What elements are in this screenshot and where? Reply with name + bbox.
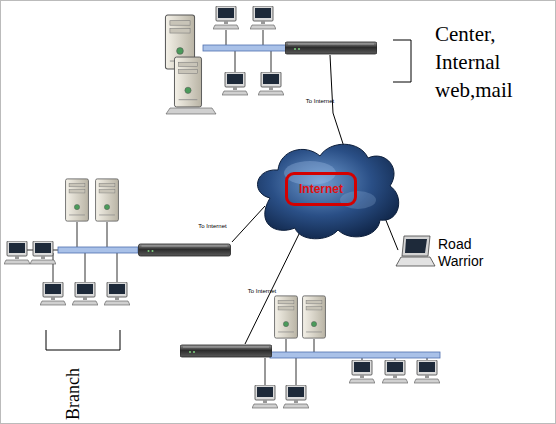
server-tower bbox=[174, 57, 201, 107]
wire bbox=[265, 358, 266, 385]
connector-line bbox=[385, 218, 398, 250]
cloud-highlight bbox=[340, 191, 376, 209]
router-box bbox=[285, 42, 377, 54]
pc-icon bbox=[213, 6, 239, 29]
branch-site bbox=[4, 179, 231, 350]
wire bbox=[107, 222, 108, 247]
internet-cloud: Internet bbox=[265, 150, 385, 230]
wire bbox=[271, 51, 272, 72]
center-site bbox=[165, 6, 411, 114]
keyboard bbox=[166, 108, 216, 114]
link-label: To Internet bbox=[248, 288, 276, 295]
network-bus bbox=[58, 247, 138, 253]
pc-icon bbox=[283, 385, 309, 408]
wire bbox=[314, 339, 315, 352]
cloud-label: Internet bbox=[285, 172, 357, 206]
wire bbox=[85, 253, 86, 282]
pc-icon bbox=[252, 385, 278, 408]
wire bbox=[286, 339, 287, 352]
laptop-icon bbox=[396, 236, 435, 266]
bottom-site bbox=[180, 232, 440, 408]
network-bus bbox=[203, 45, 287, 51]
site-group: Branch bbox=[5, 175, 232, 424]
remote-user: Road Warrior bbox=[398, 232, 508, 274]
pc-icon bbox=[4, 241, 30, 264]
laptop-base bbox=[396, 257, 435, 266]
server-tower bbox=[66, 179, 89, 221]
pc-icon bbox=[30, 241, 56, 264]
pc-icon bbox=[349, 360, 375, 383]
pc-icon bbox=[222, 72, 248, 95]
pc-icon bbox=[382, 360, 408, 383]
wire bbox=[53, 253, 54, 282]
pc-icon bbox=[250, 6, 276, 29]
site-heading: Center, Internal web,mail bbox=[435, 20, 530, 104]
laptop-display bbox=[405, 239, 427, 253]
pc-icon bbox=[414, 360, 440, 383]
site-group: Center, Internal web,mail bbox=[150, 3, 530, 113]
server-tower bbox=[275, 296, 298, 338]
user-label: Road Warrior bbox=[438, 236, 498, 270]
wire bbox=[235, 51, 236, 72]
wire bbox=[245, 232, 300, 344]
pc-icon bbox=[104, 282, 130, 305]
router-box bbox=[180, 345, 272, 357]
pc-icon bbox=[258, 72, 284, 95]
server-tower bbox=[96, 179, 119, 221]
wire bbox=[330, 55, 333, 113]
wire bbox=[226, 30, 227, 45]
site-heading: Branch bbox=[63, 368, 84, 420]
bracket bbox=[46, 330, 120, 350]
wire bbox=[77, 222, 78, 247]
wire bbox=[117, 253, 118, 282]
laptop-screen bbox=[402, 236, 430, 256]
connector-line bbox=[232, 206, 265, 242]
network-bus bbox=[270, 352, 440, 358]
pc-icon bbox=[40, 282, 66, 305]
pc-icon bbox=[72, 282, 98, 305]
bracket bbox=[393, 40, 411, 82]
link-label: To Internet bbox=[306, 97, 334, 104]
router-box bbox=[139, 244, 231, 256]
link-label: To Internet bbox=[198, 222, 226, 229]
wire bbox=[296, 358, 297, 385]
server-tower bbox=[303, 296, 326, 338]
cloud-outline bbox=[258, 144, 399, 239]
wire bbox=[263, 30, 264, 45]
